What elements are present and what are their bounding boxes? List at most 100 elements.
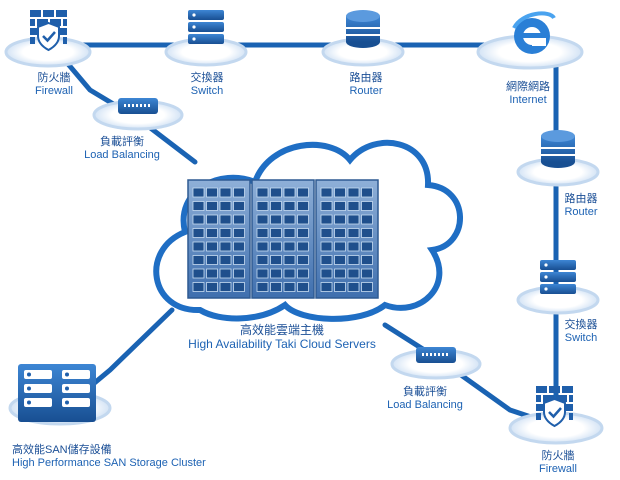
- rack-drive-bay: [256, 228, 269, 238]
- rack-drive-bay: [334, 187, 346, 198]
- rack-drive-bay: [334, 201, 346, 211]
- rack-drive-bay: [219, 255, 232, 265]
- label-san-en: High Performance SAN Storage Cluster: [12, 456, 206, 469]
- rack-drive-bay: [219, 201, 232, 211]
- rack-drive-bay: [206, 282, 218, 292]
- label-switch-right-zh: 交換器: [564, 319, 598, 331]
- switch-right-icon: [540, 260, 576, 294]
- rack-drive-bay: [347, 214, 360, 225]
- link-servers-firewall: [382, 322, 543, 423]
- rack-drive-bay: [206, 268, 218, 279]
- label-lb-top: 負載評衡 Load Balancing: [84, 136, 160, 161]
- rack-drive-bay: [206, 201, 218, 211]
- rack-drive-bay: [361, 201, 373, 211]
- rack-drive-bay: [256, 282, 269, 292]
- rack-drive-bay: [283, 214, 296, 225]
- rack-drive-bay: [283, 268, 296, 279]
- rack-drive-bay: [256, 201, 269, 211]
- rack-drive-bay: [297, 228, 309, 238]
- label-firewall-bottom-en: Firewall: [539, 462, 577, 475]
- rack-drive-bay: [256, 241, 269, 252]
- label-lb-top-zh: 負載評衡: [100, 136, 144, 148]
- rack-drive-bay: [192, 282, 205, 292]
- rack-drive-bay: [320, 241, 333, 252]
- label-firewall-top-zh: 防火牆: [37, 72, 71, 84]
- rack-drive-bay: [233, 201, 245, 211]
- firewall-top-icon: [30, 10, 67, 52]
- rack-drive-bay: [270, 268, 282, 279]
- switch-top-icon: [188, 10, 224, 44]
- rack-drive-bay: [192, 241, 205, 252]
- rack-drive-bay: [283, 255, 296, 265]
- rack-drive-bay: [192, 255, 205, 265]
- rack-drive-bay: [283, 241, 296, 252]
- rack-drive-bay: [297, 214, 309, 225]
- rack-drive-bay: [320, 187, 333, 198]
- label-switch-top: 交換器 Switch: [191, 72, 224, 97]
- load-balancer-top-icon: [118, 98, 158, 114]
- rack-drive-bay: [206, 214, 218, 225]
- label-lb-bottom: 負載評衡 Load Balancing: [387, 386, 463, 411]
- rack-drive-bay: [347, 268, 360, 279]
- rack-drive-bay: [361, 187, 373, 198]
- rack-drive-bay: [320, 201, 333, 211]
- label-switch-top-zh: 交換器: [190, 72, 224, 84]
- label-cloud-servers-zh: 高效能雲端主機: [239, 323, 324, 337]
- label-internet: 網際網路 Internet: [506, 81, 550, 106]
- firewall-bottom-icon: [536, 386, 573, 428]
- rack-drive-bay: [233, 268, 245, 279]
- rack-drive-bay: [347, 228, 360, 238]
- rack-drive-bay: [320, 228, 333, 238]
- label-router-right-zh: 路由器: [564, 193, 598, 205]
- internet-explorer-icon: [512, 11, 556, 54]
- label-cloud-servers-en: High Availability Taki Cloud Servers: [188, 336, 376, 351]
- rack-drive-bay: [206, 255, 218, 265]
- rack-drive-bay: [192, 201, 205, 211]
- rack-drive-bay: [334, 214, 346, 225]
- rack-drive-bay: [270, 187, 282, 198]
- cloud-servers-icon: [187, 179, 379, 299]
- rack-drive-bay: [219, 282, 232, 292]
- rack-drive-bay: [334, 228, 346, 238]
- label-lb-top-en: Load Balancing: [84, 148, 160, 161]
- rack-drive-bay: [361, 282, 373, 292]
- rack-drive-bay: [283, 201, 296, 211]
- rack-drive-bay: [297, 201, 309, 211]
- label-firewall-top: 防火牆 Firewall: [35, 72, 73, 97]
- rack-drive-bay: [347, 255, 360, 265]
- rack-drive-bay: [347, 282, 360, 292]
- label-router-right: 路由器 Router: [564, 193, 597, 218]
- label-internet-en: Internet: [509, 93, 547, 106]
- label-cloud-servers: 高效能雲端主機 High Availability Taki Cloud Ser…: [188, 323, 376, 352]
- label-router-top-zh: 路由器: [349, 72, 383, 84]
- label-lb-bottom-zh: 負載評衡: [403, 386, 447, 398]
- rack-drive-bay: [347, 201, 360, 211]
- rack-drive-bay: [256, 187, 269, 198]
- rack-drive-bay: [219, 228, 232, 238]
- rack-drive-bay: [233, 187, 245, 198]
- rack-drive-bay: [297, 241, 309, 252]
- rack-drive-bay: [206, 187, 218, 198]
- rack-drive-bay: [270, 214, 282, 225]
- rack-drive-bay: [297, 282, 309, 292]
- rack-drive-bay: [334, 268, 346, 279]
- rack-drive-bay: [283, 187, 296, 198]
- load-balancer-bottom-icon: [416, 347, 456, 363]
- label-san: 高效能SAN儲存設備 High Performance SAN Storage …: [12, 444, 206, 469]
- rack-drive-bay: [206, 241, 218, 252]
- label-switch-right: 交換器 Switch: [565, 319, 598, 344]
- label-lb-bottom-en: Load Balancing: [387, 398, 463, 411]
- label-switch-right-en: Switch: [564, 331, 598, 344]
- rack-drive-bay: [192, 214, 205, 225]
- rack-drive-bay: [270, 201, 282, 211]
- rack-drive-bay: [334, 241, 346, 252]
- rack-drive-bay: [320, 268, 333, 279]
- rack-drive-bay: [320, 255, 333, 265]
- rack-drive-bay: [219, 241, 232, 252]
- rack-drive-bay: [192, 187, 205, 198]
- rack-drive-bay: [256, 268, 269, 279]
- rack-drive-bay: [347, 241, 360, 252]
- router-top-icon: [346, 10, 380, 48]
- label-router-right-en: Router: [564, 205, 598, 218]
